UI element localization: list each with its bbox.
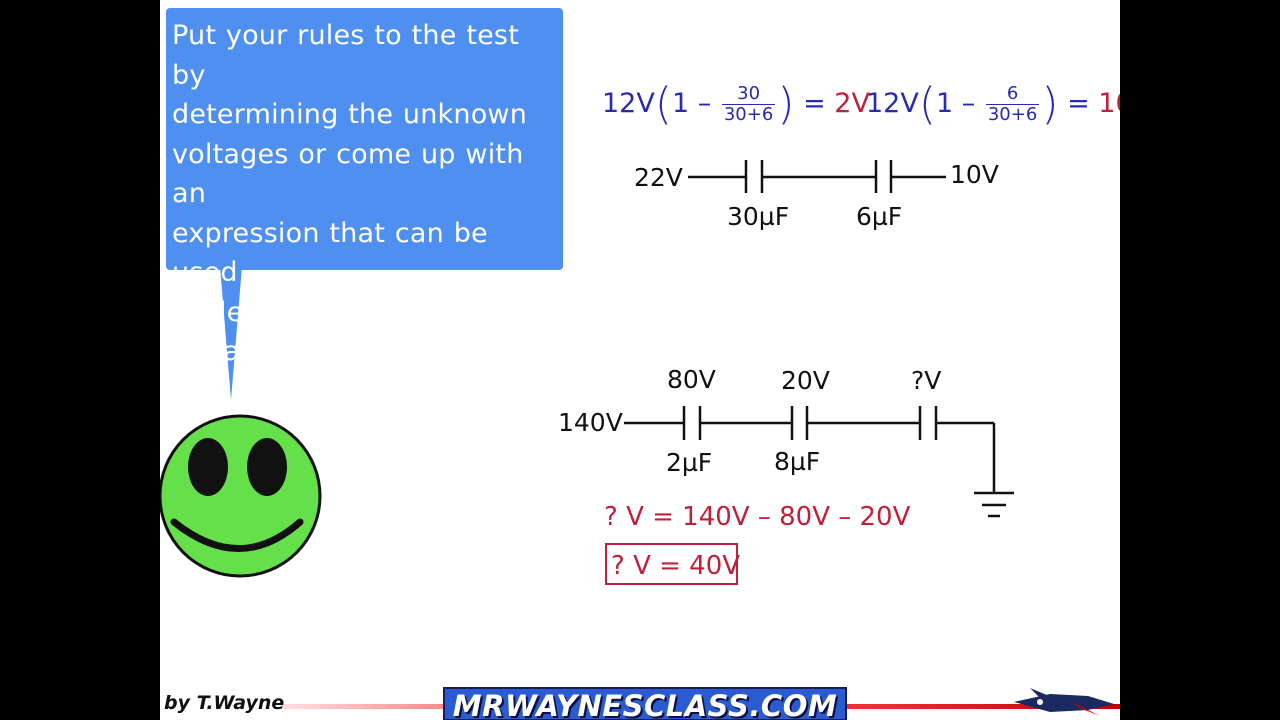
eq1-result: 2V <box>834 88 870 119</box>
slide: Put your rules to the test by determinin… <box>160 0 1120 720</box>
bubble-line: voltage. <box>172 336 284 367</box>
eq2-numerator: 6 <box>985 84 1040 105</box>
jet-icon <box>1014 688 1114 716</box>
eq2-prefix: 12V <box>866 88 919 119</box>
speech-bubble: Put your rules to the test by determinin… <box>166 8 563 367</box>
top-right-voltage: 10V <box>950 160 999 189</box>
eq1-numerator: 30 <box>721 84 776 105</box>
bubble-line: expression that can be used <box>172 217 488 289</box>
eq2-denominator: 30+6 <box>987 104 1038 125</box>
eq2-result: 10V <box>1098 88 1120 119</box>
eq1-one: 1 – <box>672 88 712 119</box>
eq2-equals: = <box>1067 88 1090 119</box>
eq1-prefix: 12V <box>602 88 655 119</box>
cap3-voltage: ?V <box>911 366 942 395</box>
cap2-label: 8µF <box>774 447 821 476</box>
bubble-line: Put your rules to the test by <box>172 20 519 91</box>
source-voltage: 140V <box>558 408 623 437</box>
speech-bubble-tail <box>220 266 242 400</box>
smiley-face-icon <box>160 414 322 578</box>
circuit-wiring <box>624 160 1014 518</box>
cap2-voltage: 20V <box>781 366 830 395</box>
bubble-line: to determine the unknown <box>172 296 539 328</box>
speech-bubble-text: Put your rules to the test by determinin… <box>172 16 557 372</box>
eq1-denominator: 30+6 <box>723 104 774 125</box>
bottom-circuit-lines <box>624 406 1014 518</box>
eq2-one: 1 – <box>936 88 976 119</box>
top-cap1-label: 30µF <box>727 202 790 231</box>
answer-equation: ? V = 40V <box>611 551 741 581</box>
cap1-label: 2µF <box>666 448 713 477</box>
top-cap2-label: 6µF <box>856 202 903 231</box>
bottom-equation: ? V = 140V – 80V – 20V <box>604 502 911 532</box>
equation-2: 12V(1 – 630+6) = 10V <box>866 82 1120 126</box>
top-circuit-lines <box>688 160 946 193</box>
bubble-line: voltages or come up with an <box>172 138 524 210</box>
top-left-voltage: 22V <box>634 163 683 192</box>
bubble-line: determining the unknown <box>172 99 528 130</box>
eq1-equals: = <box>803 88 826 119</box>
cap1-voltage: 80V <box>667 365 716 394</box>
brand-logo[interactable]: MRWAYNESCLASS.COM <box>443 687 847 720</box>
footer-author: by T.Wayne <box>164 692 285 714</box>
answer-box <box>605 543 738 585</box>
